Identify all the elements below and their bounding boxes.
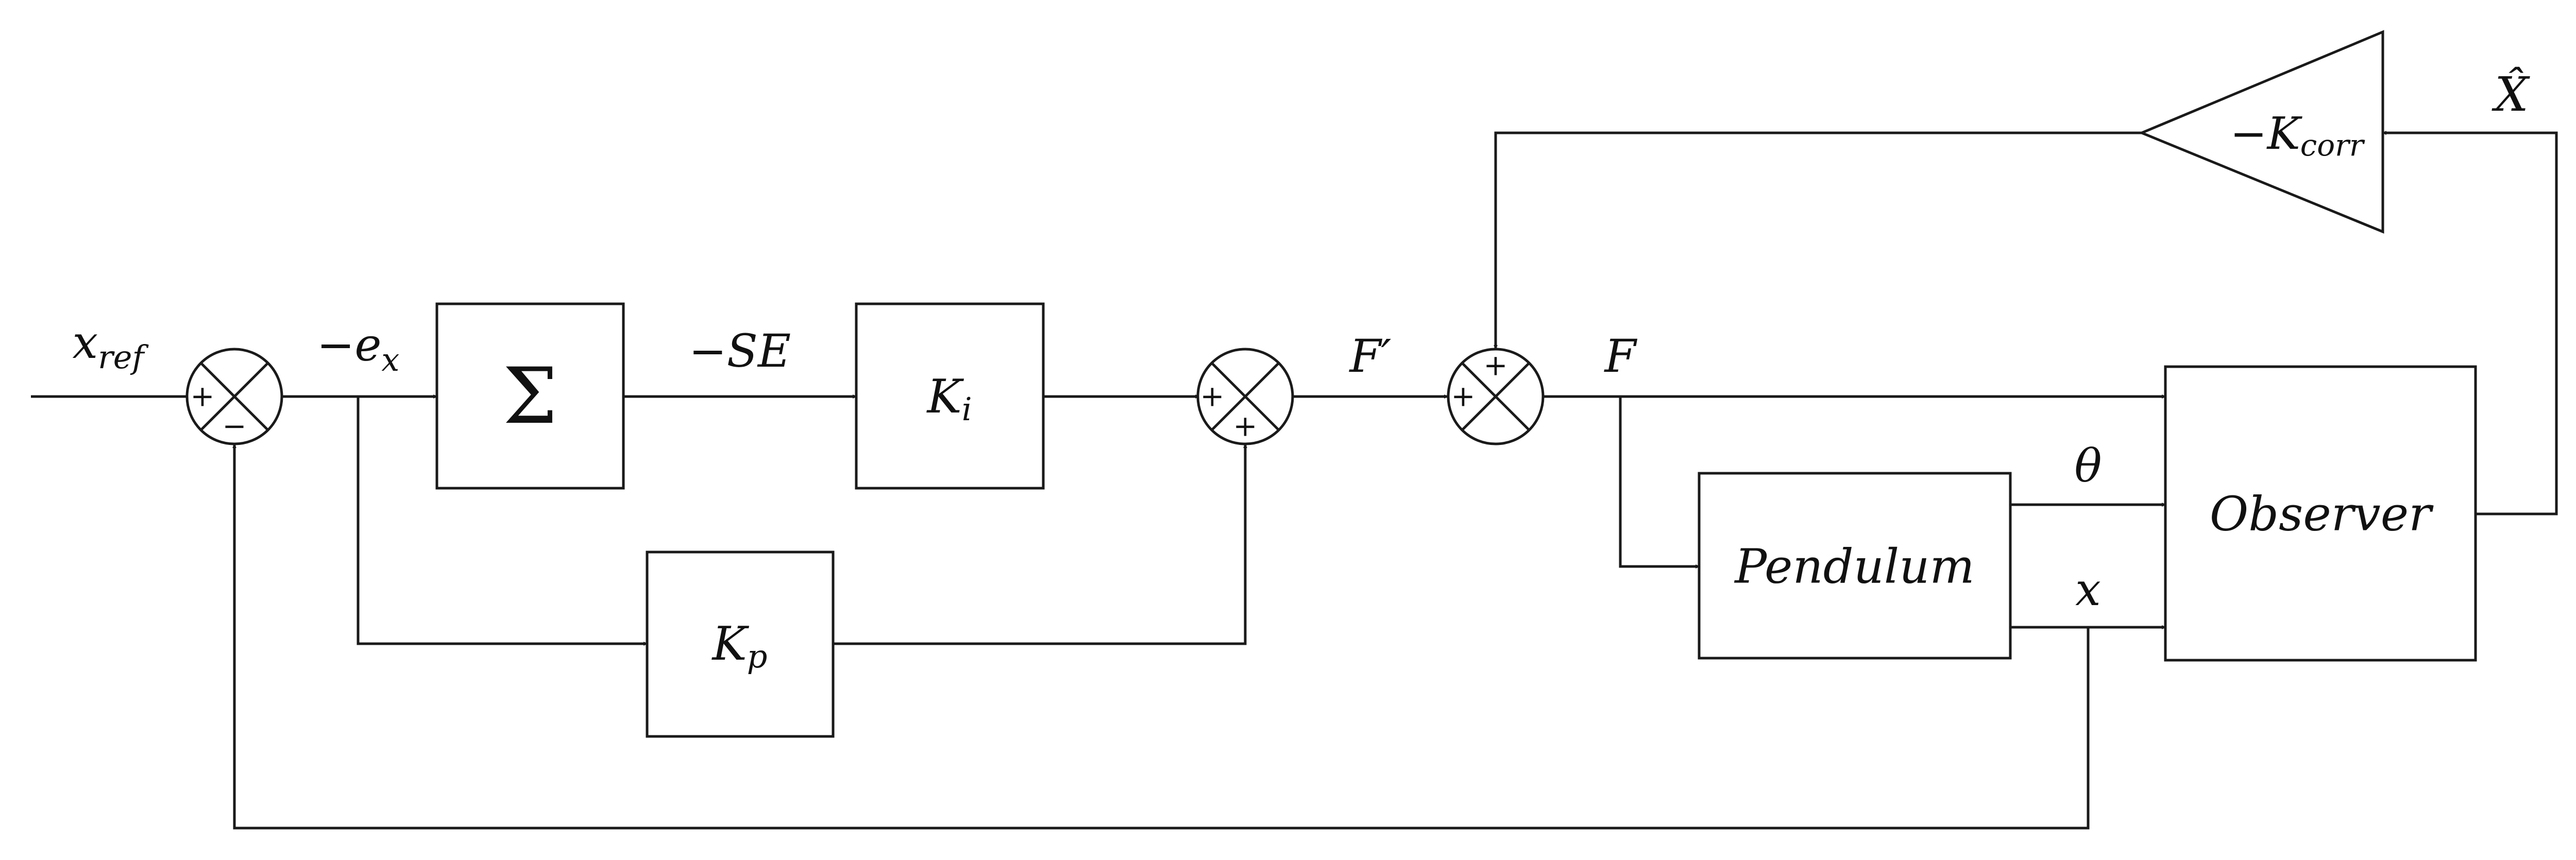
kp-block: Kp: [646, 551, 835, 738]
junction-3-top-sign: +: [1484, 349, 1508, 383]
x-label: x: [2075, 563, 2101, 616]
integrator-symbol: Σ: [503, 352, 557, 441]
summing-junction-2: + +: [1196, 348, 1294, 445]
junction-1-left-sign: +: [191, 380, 215, 414]
neg-se-label: −SE: [689, 324, 791, 377]
observer-block: Observer: [2164, 365, 2477, 662]
x-ref-label: xref: [73, 316, 149, 376]
ki-block: Ki: [855, 302, 1045, 490]
f-label: F: [1603, 330, 1637, 383]
wire-kcorr-feedback: [1496, 131, 2142, 349]
kcorr-label: −Kcorr: [2230, 108, 2365, 163]
pendulum-label: Pendulum: [1734, 539, 1975, 594]
wire-kp-output: [833, 444, 1245, 645]
x-hat-label: X̂: [2492, 66, 2530, 122]
neg-ex-label: −ex: [317, 318, 400, 379]
wire-f-to-pendulum: [1619, 397, 1699, 566]
ki-label: Ki: [926, 370, 972, 428]
pendulum-block: Pendulum: [1698, 472, 2012, 660]
junction-1-bottom-sign: −: [223, 410, 247, 443]
junction-3-left-sign: +: [1451, 380, 1476, 414]
junction-2-bottom-sign: +: [1233, 410, 1258, 443]
wire-observer-to-kcorr: [2383, 133, 2558, 515]
observer-label: Observer: [2210, 487, 2434, 542]
kp-label: Kp: [711, 617, 768, 675]
integrator-block: Σ: [435, 302, 625, 490]
wire-error-to-kp: [357, 397, 647, 644]
kcorr-gain-block: −Kcorr: [2138, 30, 2384, 234]
summing-junction-3: + +: [1447, 348, 1545, 445]
theta-label: θ: [2075, 439, 2102, 492]
junction-2-left-sign: +: [1200, 380, 1225, 414]
wire-x-feedback: [234, 444, 2090, 830]
summing-junction-1: + −: [185, 348, 283, 445]
f-prime-label: F′: [1348, 330, 1391, 383]
